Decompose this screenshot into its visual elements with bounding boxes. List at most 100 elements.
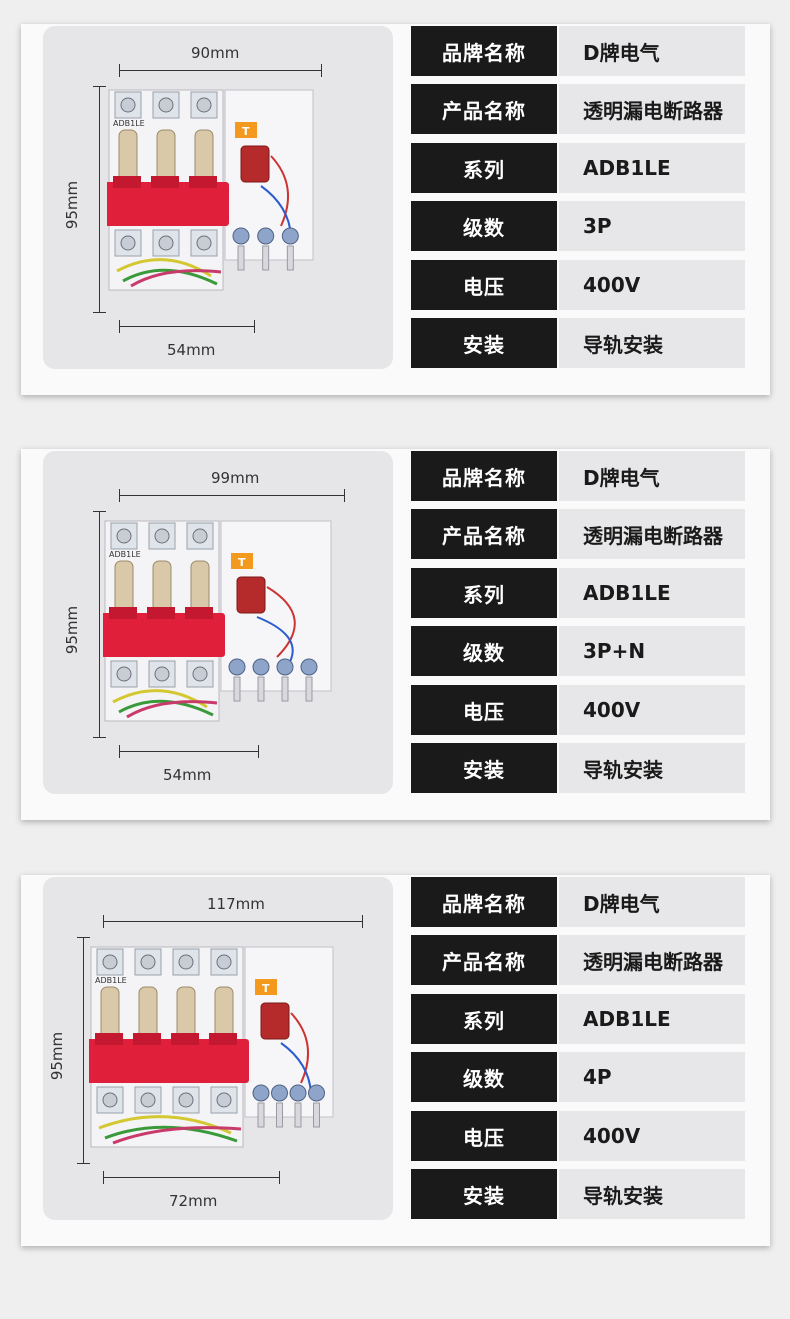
rcd-coil xyxy=(260,1002,290,1040)
spec-label: 级数 xyxy=(411,626,557,676)
spec-value: 3P xyxy=(559,201,745,251)
spec-value: D牌电气 xyxy=(559,26,745,76)
spec-value: 导轨安装 xyxy=(559,318,745,368)
screw-icon xyxy=(281,227,299,245)
test-key-label: T xyxy=(242,125,250,138)
screw-icon xyxy=(192,666,208,682)
screw-icon xyxy=(228,658,246,676)
screw-icon xyxy=(308,1084,325,1102)
screw-icon xyxy=(158,235,174,251)
spec-label: 安装 xyxy=(411,743,557,793)
test-button xyxy=(255,979,277,995)
wire-pink xyxy=(130,269,222,288)
screw-icon xyxy=(116,528,132,544)
model-label: ADB1LE xyxy=(113,119,145,128)
width-dimension-label: 117mm xyxy=(207,895,265,913)
terminal-pin xyxy=(233,676,241,702)
handle-ridge xyxy=(147,607,175,619)
spec-row-product: 产品名称透明漏电断路器 xyxy=(411,935,745,985)
terminal-pin xyxy=(294,1102,302,1128)
spec-value: 4P xyxy=(559,1052,745,1102)
terminal-pin xyxy=(276,1102,283,1128)
bottom-dimension-label: 54mm xyxy=(167,341,216,359)
screw-icon xyxy=(192,528,208,544)
width-dimension-line xyxy=(119,489,345,502)
terminal-pin xyxy=(313,1102,320,1128)
spec-label: 系列 xyxy=(411,143,557,193)
spec-label: 产品名称 xyxy=(411,935,557,985)
handle-ridge xyxy=(209,1033,237,1045)
bottom-dimension-line xyxy=(119,745,259,758)
spec-value: 透明漏电断路器 xyxy=(559,935,745,985)
spec-label: 产品名称 xyxy=(411,84,557,134)
terminal-pin xyxy=(286,245,294,271)
terminal-pin xyxy=(305,676,313,702)
spec-value: D牌电气 xyxy=(559,877,745,927)
spec-label: 安装 xyxy=(411,318,557,368)
rcd-coil xyxy=(236,576,266,614)
red-handle xyxy=(107,182,229,226)
screw-icon xyxy=(300,658,318,676)
spec-row-mounting: 安装导轨安装 xyxy=(411,743,745,793)
wire-green xyxy=(122,268,218,286)
screw-icon xyxy=(232,227,250,245)
handle-ridge xyxy=(109,607,137,619)
spec-label: 级数 xyxy=(411,201,557,251)
spec-value: 透明漏电断路器 xyxy=(559,84,745,134)
terminal-pin xyxy=(237,245,245,271)
height-dimension-label: 95mm xyxy=(63,180,82,230)
spec-row-product: 产品名称透明漏电断路器 xyxy=(411,509,745,559)
spec-value: 3P+N xyxy=(559,626,745,676)
screw-icon xyxy=(276,658,294,676)
screw-icon xyxy=(140,954,156,970)
screw-icon xyxy=(158,97,174,113)
screw-icon xyxy=(196,235,212,251)
screw-icon xyxy=(120,97,136,113)
spec-value: 导轨安装 xyxy=(559,1169,745,1219)
wire-red xyxy=(290,1012,309,1084)
terminal-pin xyxy=(281,676,289,702)
spec-label: 电压 xyxy=(411,685,557,735)
spec-label: 电压 xyxy=(411,1111,557,1161)
spec-row-mounting: 安装导轨安装 xyxy=(411,1169,745,1219)
screw-icon xyxy=(102,1092,118,1108)
bottom-dimension-label: 54mm xyxy=(163,766,212,784)
terminal-top xyxy=(172,948,200,976)
spec-value: D牌电气 xyxy=(559,451,745,501)
spec-label: 电压 xyxy=(411,260,557,310)
screw-icon xyxy=(216,954,232,970)
spec-label: 级数 xyxy=(411,1052,557,1102)
breaker-image: ADB1LE T xyxy=(107,89,314,291)
screw-icon xyxy=(289,1084,307,1102)
spec-label: 品牌名称 xyxy=(411,877,557,927)
spec-value: 透明漏电断路器 xyxy=(559,509,745,559)
terminal-pin xyxy=(257,676,265,702)
spec-row-mounting: 安装导轨安装 xyxy=(411,318,745,368)
wire-green xyxy=(104,1125,238,1143)
height-dimension-label: 95mm xyxy=(48,1031,67,1081)
red-handle xyxy=(89,1039,249,1083)
spec-label: 品牌名称 xyxy=(411,26,557,76)
bottom-dimension-line xyxy=(119,320,255,333)
spec-label: 产品名称 xyxy=(411,509,557,559)
screw-icon xyxy=(216,1092,232,1108)
handle-ridge xyxy=(189,176,217,188)
terminal-pin xyxy=(262,245,270,271)
screw-icon xyxy=(252,658,270,676)
spec-row-product: 产品名称透明漏电断路器 xyxy=(411,84,745,134)
screw-icon xyxy=(252,1084,270,1102)
terminal-bottom xyxy=(110,660,138,688)
wire-pink xyxy=(112,1126,242,1145)
